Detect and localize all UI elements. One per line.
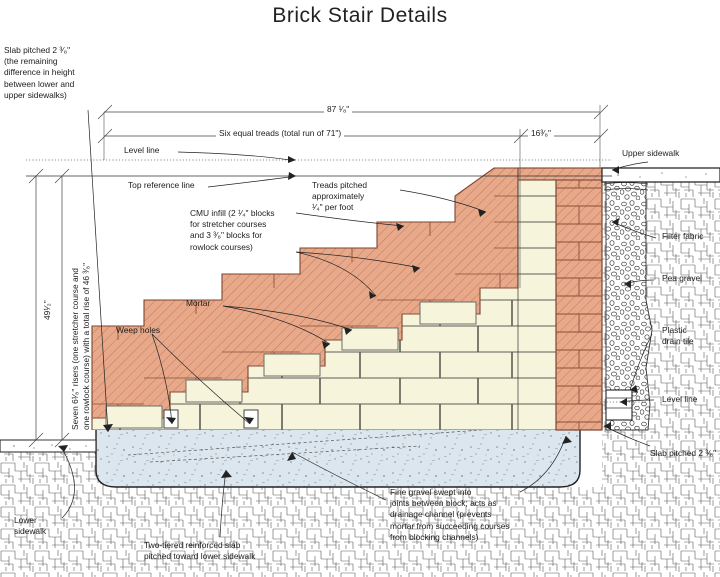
dim-risers [54,168,70,448]
label-weep-holes: Weep holes [116,325,161,335]
page-title: Brick Stair Details [272,4,448,27]
lower-sidewalk-slab [0,439,97,453]
label-slab-pitched-right: Slab pitched 2 ³⁄₈" [650,448,717,458]
label-level-line-top: Level line [124,145,160,155]
note-treads-pitched: Treads pitched approximately ¹⁄₄" per fo… [312,180,368,213]
label-plastic-drain-tile: Plastic drain tile [662,325,694,347]
dim-label-treads: Six equal treads (total run of 71") [216,128,345,138]
label-mortar: Mortar [186,298,211,308]
dim-label-landing: 16³⁄₈" [528,128,554,138]
note-two-tiered-slab: Two-tiered reinforced slab pitched towar… [144,540,256,562]
dim-label-total-height: 49¹⁄₂" [42,300,52,320]
pea-gravel-column [605,175,653,431]
riser-bricks [105,301,477,429]
brick-face-column [555,169,603,431]
label-top-reference-line: Top reference line [128,180,195,190]
note-fine-gravel: Fine gravel swept into joints between bl… [390,487,510,542]
label-lower-sidewalk: Lower sidewalk [14,515,47,537]
dim-total-height [28,168,96,448]
soil-hatch-bottom [96,487,616,577]
label-pea-gravel: Pea gravel [662,273,703,283]
label-level-line-right: Level line [662,394,698,404]
note-slab-pitched-left: Slab pitched 2 ³⁄₈" (the remaining diffe… [4,45,75,100]
arrow-heads [58,156,638,478]
plastic-drain-tile [605,389,633,421]
upper-sidewalk-slab [601,167,720,183]
upper-landing-course [517,167,603,181]
note-cmu-infill: CMU infill (2 ¹⁄₄" blocks for stretcher … [190,208,275,252]
label-upper-sidewalk: Upper sidewalk [622,148,680,158]
dim-label-overall-run: 87 ¹⁄₈" [324,104,353,114]
note-risers: Seven 6¹⁄₈" risers (one stretcher course… [70,262,92,430]
label-filter-fabric: Filter fabric [662,231,704,241]
